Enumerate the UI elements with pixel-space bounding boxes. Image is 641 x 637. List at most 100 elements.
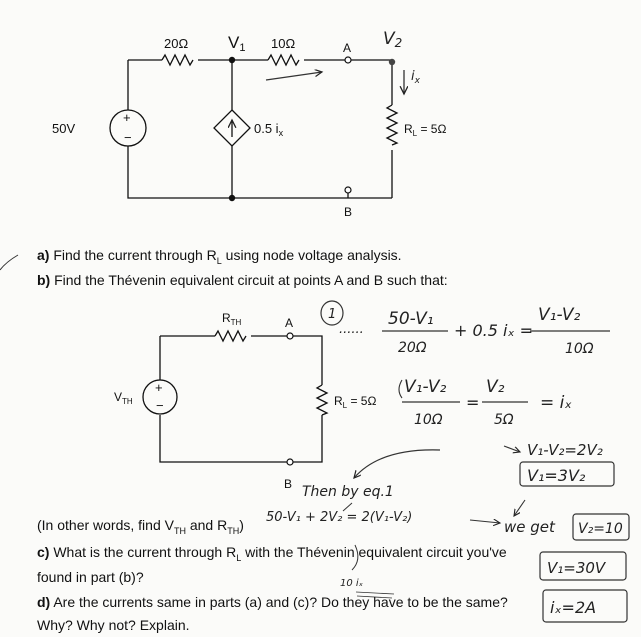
step2-box — [519, 461, 615, 487]
circuit-2 — [142, 329, 329, 463]
eq1-plus: + 0.5 iₓ = — [454, 321, 533, 340]
question-a: a) Find the current through RL using nod… — [37, 247, 402, 266]
eq2-num-left: V₁-V₂ — [404, 377, 447, 397]
question-a-text: Find the current through R — [53, 247, 217, 263]
we-get-arrow — [469, 520, 500, 523]
resistor-rl-2 — [315, 384, 329, 416]
strike-mark — [342, 502, 353, 512]
resistor-10-ohm — [267, 53, 300, 67]
question-d-text: Are the currents same in parts (a) and (… — [53, 594, 508, 610]
label-r20: 20Ω — [164, 36, 188, 51]
eq2-num-right: V₂ — [486, 377, 505, 397]
step1: V₁-V₂=2V₂ — [527, 441, 603, 459]
question-d: d) Are the currents same in parts (a) an… — [37, 594, 508, 610]
eq1-num-left: 50-V₁ — [388, 309, 434, 329]
source-minus: − — [124, 130, 132, 145]
label-ix: ix — [411, 69, 421, 86]
v2-result-box — [572, 513, 630, 541]
question-d-line2: Why? Why not? Explain. — [37, 617, 190, 633]
wire-bottom — [127, 146, 392, 199]
question-c-rest: with the Thévenin equivalent circuit you… — [241, 544, 507, 560]
label-rth: RTH — [222, 311, 242, 327]
down-arrow — [514, 499, 526, 516]
label-r10: 10Ω — [271, 36, 295, 51]
terminal-a-1 — [344, 56, 352, 64]
handwritten-dots: ...... — [339, 322, 364, 337]
node-v1-dot — [228, 56, 236, 64]
paren-end: ) — [239, 517, 244, 533]
label-v1: V1 — [228, 33, 245, 54]
v1-result-box — [539, 551, 627, 581]
node-v2-dot — [388, 58, 396, 66]
ix-result-box — [542, 589, 628, 623]
paren-text: (In other words, find V — [37, 517, 174, 533]
question-b-clarification: (In other words, find VTH and RTH) — [37, 517, 244, 536]
paren-sub-vth: TH — [173, 525, 186, 536]
we-get: we get — [504, 518, 556, 536]
label-rl-1: RL = 5Ω — [404, 122, 446, 138]
eq1-den-right: 10Ω — [565, 341, 594, 357]
label-rl-2: RL = 5Ω — [334, 394, 376, 410]
eq2-bracket — [398, 379, 403, 399]
label-dep-source: 0.5 ix — [254, 121, 284, 138]
question-a-sub: L — [216, 255, 222, 266]
question-b: b) Find the Thévenin equivalent circuit … — [37, 272, 448, 288]
below-sub: 10 iₓ — [340, 578, 364, 589]
terminal-a-2 — [286, 332, 294, 340]
resistor-20-ohm — [161, 53, 194, 67]
resistor-rth — [214, 329, 247, 343]
node-bottom-dot — [228, 194, 236, 202]
eq1-num-right: V₁-V₂ — [538, 305, 581, 325]
question-c-sub: L — [236, 552, 242, 563]
source-plus: + — [123, 110, 131, 125]
eq2-den-right: 5Ω — [494, 412, 514, 428]
question-a-rest: using node voltage analysis. — [221, 247, 402, 263]
eq2-den-left: 10Ω — [414, 412, 443, 428]
eq2-ix: = iₓ — [540, 393, 572, 413]
question-d-label: d) — [37, 594, 51, 610]
handwritten-solution: 1 ...... 50-V₁ 20Ω + 0.5 iₓ = V₁-V₂ 10Ω … — [266, 300, 630, 623]
eq-marker-circle — [320, 300, 344, 326]
vth-plus: + — [155, 380, 163, 395]
paren-mid: and R — [185, 517, 228, 533]
question-a-label: a) — [37, 247, 50, 263]
v1-result: V₁=30V — [547, 559, 607, 577]
curve-arrow — [354, 449, 441, 478]
paren-sub-rth: TH — [227, 525, 240, 536]
voltage-source-vth — [142, 379, 178, 415]
eq-marker-1: 1 — [328, 307, 336, 322]
question-b-text: Find the Thévenin equivalent circuit at … — [54, 272, 448, 288]
substituted-equation: 50-V₁ + 2V₂ = 2(V₁-V₂) — [266, 510, 412, 525]
eq2-eq: = — [466, 393, 479, 412]
label-source-50v: 50V — [52, 121, 75, 136]
terminal-b-2 — [286, 458, 294, 466]
label-v2: V2 — [383, 29, 402, 50]
wire2-top-right — [293, 335, 323, 385]
wire2-bottom — [159, 415, 323, 463]
question-c-line2: found in part (b)? — [37, 569, 144, 585]
label-node-b-1: B — [344, 205, 352, 219]
vth-minus: − — [156, 398, 164, 413]
underline-marks — [355, 591, 395, 599]
question-c-label: c) — [37, 544, 50, 560]
label-vth: VTH — [114, 390, 133, 406]
label-node-a-2: A — [285, 316, 293, 330]
label-node-a-1: A — [343, 41, 351, 55]
label-node-b-2: B — [284, 477, 292, 491]
sub-hook — [351, 544, 359, 571]
terminal-b-1 — [344, 186, 352, 194]
question-c: c) What is the current through RL with t… — [37, 544, 507, 563]
margin-pencil-mark — [0, 254, 19, 271]
ix-result: iₓ=2A — [550, 598, 596, 617]
step-arrow — [503, 445, 520, 452]
eq1-den-left: 20Ω — [398, 340, 427, 356]
resistor-rl-1 — [385, 104, 399, 146]
then-by-eq1: Then by eq.1 — [302, 484, 394, 500]
current-arrow-10ohm — [265, 72, 322, 81]
step2: V₁=3V₂ — [527, 466, 586, 485]
v2-result: V₂=10 — [578, 521, 623, 537]
question-c-text: What is the current through R — [53, 544, 237, 560]
question-b-label: b) — [37, 272, 51, 288]
